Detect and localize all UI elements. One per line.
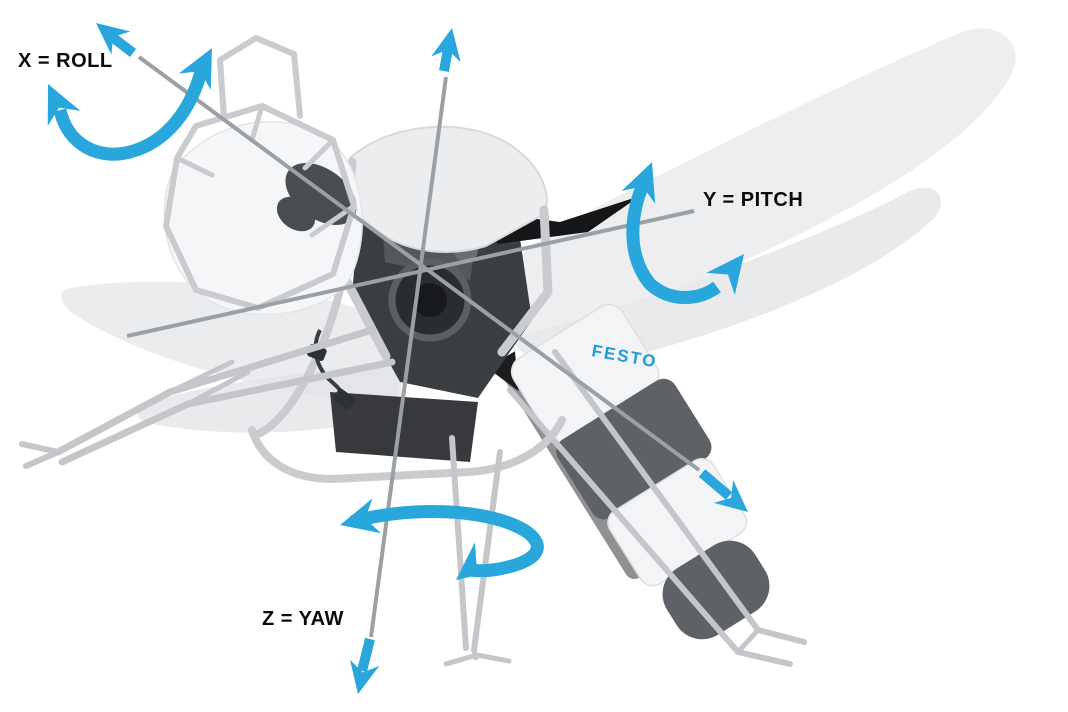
z-axis-arrow-down-icon: [349, 659, 380, 694]
x-axis-line: [137, 55, 701, 472]
z-axis-arrow-up-icon: [431, 28, 461, 63]
head-frame-struts: [174, 103, 357, 238]
yaw-arrow-head-left: [340, 498, 382, 534]
pitch-label: Y = PITCH: [703, 189, 804, 211]
motor-hub: [413, 283, 447, 317]
x-axis-arrow-up-icon: [96, 23, 131, 55]
pitch-arrow-head-right: [706, 254, 744, 296]
abdomen-dark-wedge: [487, 351, 519, 392]
right-wing-upper: [484, 28, 1016, 339]
roll-label: X = ROLL: [18, 50, 113, 72]
front-left-leg: [19, 326, 396, 469]
pitch-rotation-arrow: [621, 162, 744, 304]
eye-lower-lobe: [276, 196, 316, 232]
z-axis-arrow-up-shaft: [439, 48, 453, 72]
z-axis: [349, 28, 461, 694]
x-axis: [96, 23, 748, 512]
thorax-canopy: [348, 125, 548, 253]
thorax-frame-right: [497, 205, 553, 357]
roll-rotation-arrow: [47, 48, 212, 161]
yaw-arrow-head-end: [456, 542, 498, 580]
x-axis-arrow-down-icon: [713, 479, 748, 512]
thorax-frame-bottom: [248, 416, 566, 483]
middle-foot: [443, 647, 512, 667]
y-axis: [126, 209, 695, 338]
thorax-frame-side: [254, 266, 348, 438]
z-axis-line: [369, 76, 448, 638]
roll-arrow-head-right: [178, 48, 212, 91]
front-foot-fork: [19, 441, 61, 469]
yaw-label: Z = YAW: [262, 608, 344, 630]
x-axis-arrow-up-shaft: [107, 32, 137, 57]
yaw-rotation-arrow: [340, 498, 544, 580]
head-frame: [163, 103, 357, 311]
y-axis-line: [126, 209, 695, 338]
roll-arrow-head-left: [47, 84, 81, 127]
thorax: [248, 125, 640, 483]
z-axis-arrow-down-shaft: [357, 637, 375, 673]
rear-leg: [507, 349, 807, 667]
head-frame-crest: [217, 35, 303, 121]
wire-connector-2: [332, 388, 356, 410]
battery-box: [330, 392, 478, 462]
legs: [19, 326, 512, 667]
abdomen-segment-4: [662, 540, 770, 640]
middle-leg: [443, 435, 512, 667]
pitch-arrow-head-top: [621, 162, 656, 204]
x-axis-arrow-down-shaft: [698, 469, 733, 500]
